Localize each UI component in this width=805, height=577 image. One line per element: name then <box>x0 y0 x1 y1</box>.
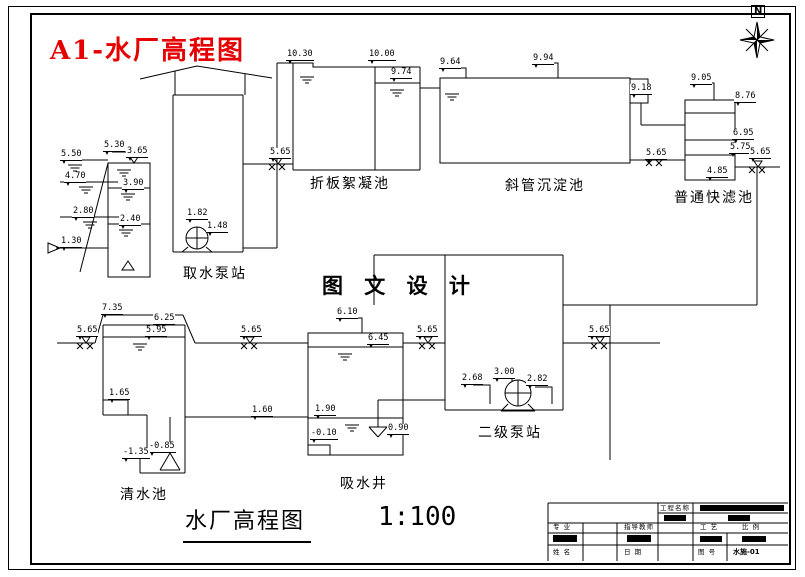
elevation-label: 5.50 <box>60 149 83 163</box>
elevation-label: 2.68 <box>461 373 484 387</box>
unit-name-label: 斜管沉淀池 <box>505 178 585 194</box>
tb-date-label: 日 期 <box>624 548 643 556</box>
sheet-outer-border <box>8 6 796 570</box>
drawing-scale: 1:100 <box>378 502 457 532</box>
unit-name-label: 吸水井 <box>340 476 388 492</box>
elevation-label: 3.90 <box>122 178 145 192</box>
elevation-label: 2.82 <box>526 374 549 388</box>
sheet-inner-border <box>30 13 791 565</box>
elevation-label: 7.35 <box>101 303 124 317</box>
elevation-label: 5.65 <box>749 147 772 161</box>
unit-name-label: 折板絮凝池 <box>310 176 390 192</box>
elevation-label: 9.05 <box>690 73 713 87</box>
title-block-grid <box>547 502 788 561</box>
elevation-label: 5.65 <box>240 325 263 339</box>
tb-number-label: 图 号 <box>698 548 717 556</box>
elevation-label: 1.30 <box>60 236 83 250</box>
tb-major-label: 专 业 <box>553 523 572 531</box>
elevation-label: 5.65 <box>416 325 439 339</box>
tb-name-label: 姓 名 <box>553 548 572 556</box>
elevation-label: 1.48 <box>206 221 229 235</box>
elevation-label: 5.65 <box>269 147 292 161</box>
elevation-label: 5.75 <box>729 142 752 156</box>
elevation-label: -0.10 <box>310 428 338 442</box>
elevation-label: 3.00 <box>493 367 516 381</box>
elevation-label: 4.70 <box>64 171 87 185</box>
elevation-label: 5.30 <box>103 140 126 154</box>
unit-name-label: 二级泵站 <box>478 425 542 441</box>
elevation-label: 5.65 <box>76 325 99 339</box>
tb-craft-label: 工 艺 <box>700 523 719 531</box>
tb-redacted-cell <box>700 536 722 542</box>
elevation-label: 9.18 <box>630 83 653 97</box>
elevation-label: 5.65 <box>588 325 611 339</box>
elevation-label: 4.85 <box>706 166 729 180</box>
elevation-label: 2.40 <box>119 214 142 228</box>
tb-redacted-cell <box>553 535 577 542</box>
north-arrow-icon <box>739 21 775 59</box>
elevation-label: 6.45 <box>367 333 390 347</box>
tb-redacted-project-title <box>700 505 784 511</box>
elevation-label: 1.90 <box>314 404 337 418</box>
elevation-label: 6.10 <box>336 307 359 321</box>
elevation-label: 9.74 <box>390 67 413 81</box>
tb-redacted-cell <box>664 515 686 521</box>
tb-redacted-cell <box>742 536 766 542</box>
elevation-label: 3.65 <box>126 146 149 160</box>
unit-name-label: 普通快滤池 <box>674 190 754 206</box>
tb-redacted-cell <box>627 535 651 542</box>
elevation-label: 9.94 <box>532 53 555 67</box>
elevation-label: -1.35 <box>122 447 150 461</box>
north-label: N <box>751 5 766 18</box>
elevation-label: 2.80 <box>72 206 95 220</box>
tb-drawing-no: 水施-01 <box>733 548 760 556</box>
unit-name-label: 取水泵站 <box>183 266 247 282</box>
elevation-label: 8.76 <box>734 91 757 105</box>
elevation-label: 1.82 <box>186 208 209 222</box>
drawing-title: 水厂高程图 <box>183 503 312 543</box>
elevation-label: 5.65 <box>645 148 668 162</box>
elevation-label: 6.95 <box>732 128 755 142</box>
tb-advisor-label: 指导教师 <box>624 523 654 531</box>
unit-name-label: 清水池 <box>120 487 168 503</box>
watermark-text: 图 文 设 计 <box>322 274 477 298</box>
elevation-label: 5.95 <box>145 325 168 339</box>
elevation-label: 10.30 <box>286 49 314 63</box>
sheet-red-title: A1-水厂高程图 <box>50 36 246 66</box>
elevation-label: 9.64 <box>439 57 462 71</box>
elevation-label: 1.65 <box>108 388 131 402</box>
elevation-label: -0.85 <box>148 441 176 455</box>
elevation-label: 1.60 <box>251 405 274 419</box>
elevation-label: 10.00 <box>368 49 396 63</box>
tb-scale-label: 比 例 <box>742 523 761 531</box>
tb-project-label: 工程名称 <box>660 504 690 512</box>
tb-redacted-cell <box>728 515 750 521</box>
elevation-label: 0.90 <box>387 423 410 437</box>
elevation-label: 6.25 <box>153 313 176 327</box>
